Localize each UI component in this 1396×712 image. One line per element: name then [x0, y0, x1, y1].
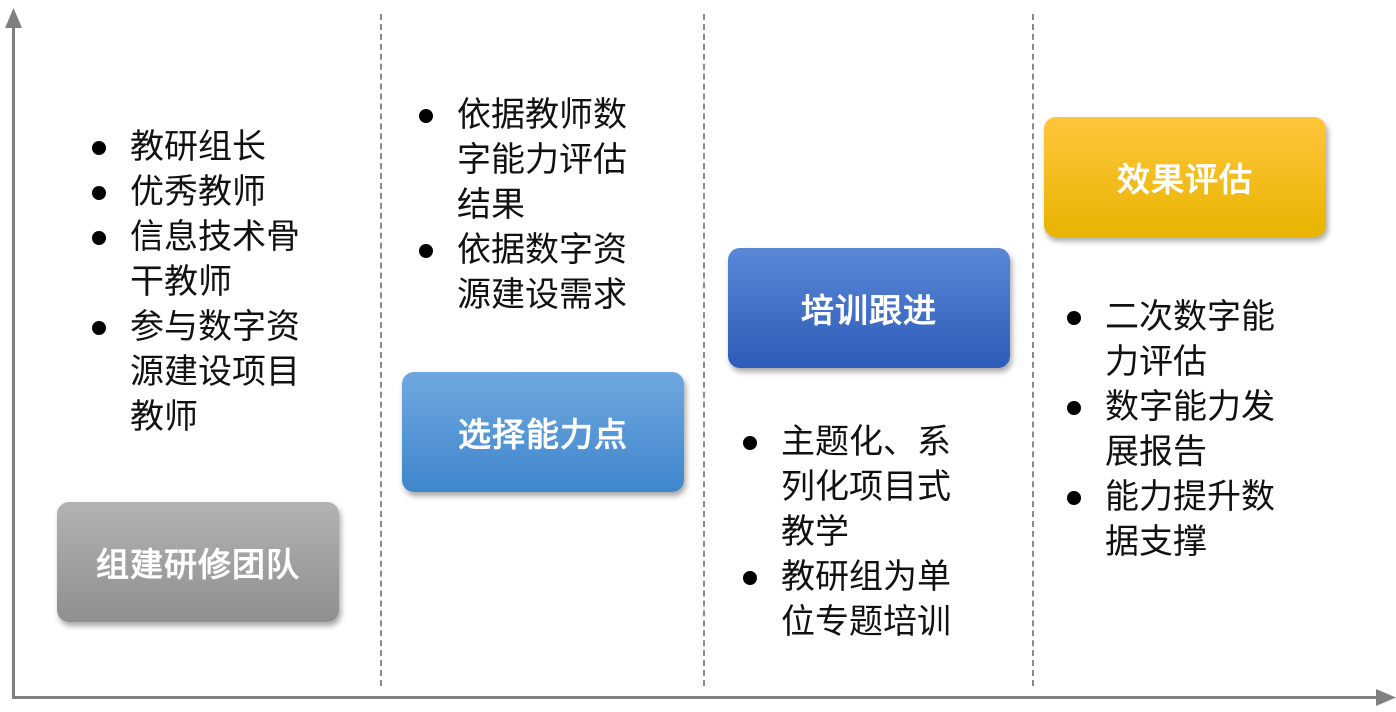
list-item: 教研组长 — [92, 125, 300, 170]
list-item-text: 结果 — [457, 185, 525, 225]
bullet-icon — [1067, 401, 1081, 415]
list-item-text: 依据教师数 — [457, 95, 627, 135]
stage-label: 组建研修团队 — [96, 545, 300, 584]
x-axis — [12, 696, 1382, 699]
bullet-icon — [1067, 311, 1081, 325]
list-item-text: 字能力评估 — [457, 140, 627, 180]
bullet-icon — [419, 109, 433, 123]
list-item-text: 优秀教师 — [130, 172, 266, 212]
list-item-text: 能力提升数 — [1105, 477, 1275, 517]
bullet-icon — [92, 231, 106, 245]
stage-divider — [703, 14, 705, 686]
list-item-text: 据支撑 — [1105, 522, 1207, 562]
list-item-text: 教学 — [781, 512, 849, 552]
list-item: 依据教师数字能力评估结果 — [419, 93, 627, 228]
bullet-icon — [743, 571, 757, 585]
list-item: 参与数字资源建设项目教师 — [92, 305, 300, 440]
list-item-text: 源建设需求 — [457, 275, 627, 315]
stage-list-1: 教研组长优秀教师信息技术骨干教师参与数字资源建设项目教师 — [92, 125, 300, 440]
stage-box-3: 培训跟进 — [728, 248, 1010, 368]
stage-box-1: 组建研修团队 — [57, 502, 339, 622]
list-item-text: 干教师 — [130, 262, 232, 302]
bullet-icon — [92, 321, 106, 335]
stage-label: 选择能力点 — [458, 415, 628, 454]
stage-divider — [1032, 14, 1034, 686]
list-item-text: 教师 — [130, 397, 198, 437]
bullet-icon — [743, 436, 757, 450]
list-item-text: 列化项目式 — [781, 467, 951, 507]
stage-list-2: 依据教师数字能力评估结果依据数字资源建设需求 — [419, 93, 627, 318]
list-item: 主题化、系列化项目式教学 — [743, 420, 951, 555]
list-item-text: 教研组长 — [130, 127, 266, 167]
stage-box-4: 效果评估 — [1044, 117, 1326, 237]
bullet-icon — [92, 141, 106, 155]
list-item-text: 力评估 — [1105, 342, 1207, 382]
bullet-icon — [419, 244, 433, 258]
list-item-text: 信息技术骨 — [130, 217, 300, 257]
bullet-icon — [1067, 491, 1081, 505]
stage-list-3: 主题化、系列化项目式教学教研组为单位专题培训 — [743, 420, 951, 645]
stage-divider — [380, 14, 382, 686]
y-axis — [12, 24, 15, 699]
y-axis-arrow-icon — [5, 8, 22, 28]
list-item: 二次数字能力评估 — [1067, 295, 1275, 385]
stage-label: 培训跟进 — [801, 291, 937, 330]
x-axis-arrow-icon — [1376, 689, 1396, 706]
list-item: 能力提升数据支撑 — [1067, 475, 1275, 565]
list-item: 教研组为单位专题培训 — [743, 555, 951, 645]
stage-box-2: 选择能力点 — [402, 372, 684, 492]
stage-list-4: 二次数字能力评估数字能力发展报告能力提升数据支撑 — [1067, 295, 1275, 565]
list-item-text: 数字能力发 — [1105, 387, 1275, 427]
list-item-text: 依据数字资 — [457, 230, 627, 270]
list-item-text: 主题化、系 — [781, 422, 951, 462]
stage-label: 效果评估 — [1117, 160, 1253, 199]
list-item-text: 教研组为单 — [781, 557, 951, 597]
bullet-icon — [92, 186, 106, 200]
list-item-text: 二次数字能 — [1105, 297, 1275, 337]
list-item-text: 位专题培训 — [781, 602, 951, 642]
list-item: 数字能力发展报告 — [1067, 385, 1275, 475]
list-item-text: 源建设项目 — [130, 352, 300, 392]
list-item-text: 参与数字资 — [130, 307, 300, 347]
list-item: 优秀教师 — [92, 170, 300, 215]
list-item-text: 展报告 — [1105, 432, 1207, 472]
list-item: 依据数字资源建设需求 — [419, 228, 627, 318]
list-item: 信息技术骨干教师 — [92, 215, 300, 305]
